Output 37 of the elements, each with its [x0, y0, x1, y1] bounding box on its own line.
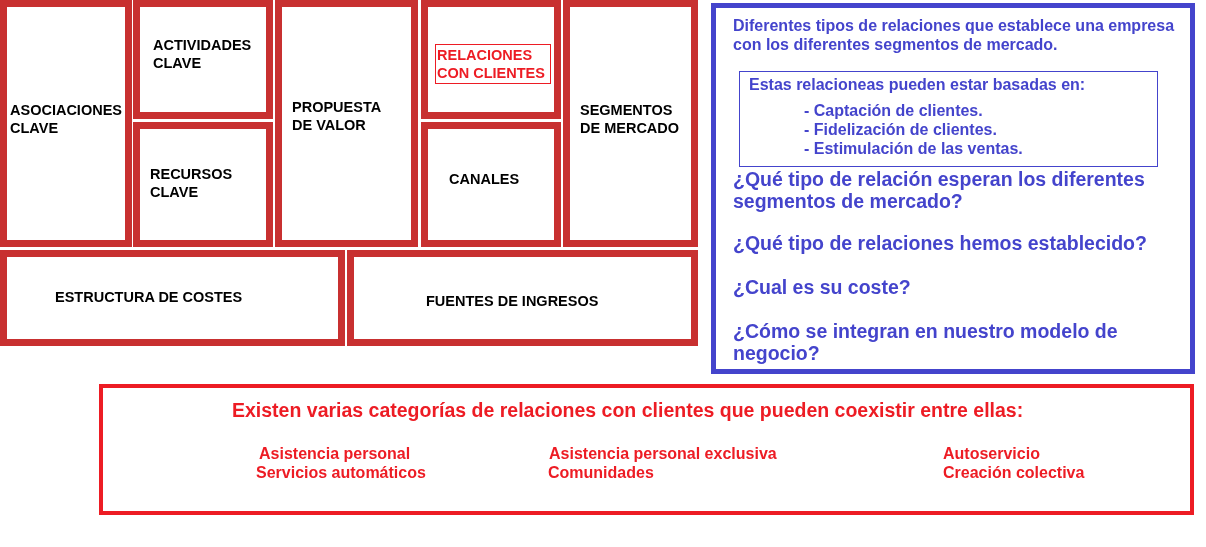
canvas-block — [0, 0, 132, 247]
canvas-block — [421, 122, 561, 247]
block-heading: ACTIVIDADES CLAVE — [153, 36, 253, 72]
category-item: Servicios automáticos — [256, 463, 427, 482]
highlighted-heading: RELACIONES CON CLIENTES — [435, 44, 551, 84]
canvas-block — [421, 0, 561, 119]
block-heading: CANALES — [449, 170, 521, 188]
list-item: - Captación de clientes. — [804, 101, 984, 120]
canvas-block — [275, 0, 418, 247]
list-item: - Estimulación de las ventas. — [804, 139, 1024, 158]
category-item: Asistencia personal — [259, 444, 412, 463]
block-heading: SEGMENTOS DE MERCADO — [580, 101, 681, 137]
question-text: ¿Qué tipo de relaciones hemos establecido? — [733, 232, 1148, 254]
category-item: Creación colectiva — [943, 463, 1086, 482]
canvas-block — [133, 122, 273, 247]
canvas-block — [0, 250, 345, 346]
canvas-block — [347, 250, 698, 346]
category-item: Autoservicio — [943, 444, 1041, 463]
panel-heading: Existen varias categorías de relaciones con clientes que pueden coexistir entre ellas: — [232, 399, 1025, 421]
category-panel — [99, 384, 1194, 515]
canvas-block — [563, 0, 698, 247]
category-item: Asistencia personal exclusiva — [549, 444, 778, 463]
question-text: ¿Cómo se integran en nuestro modelo de negocio? — [733, 320, 1119, 364]
list-item: - Fidelización de clientes. — [804, 120, 998, 139]
list-box — [739, 71, 1158, 167]
block-heading: FUENTES DE INGRESOS — [426, 292, 600, 310]
info-panel — [711, 3, 1195, 374]
category-item: Comunidades — [548, 463, 655, 482]
block-heading: PROPUESTA DE VALOR — [292, 98, 382, 134]
block-heading: RECURSOS CLAVE — [150, 165, 234, 201]
block-heading: ASOCIACIONES CLAVE — [10, 101, 123, 137]
block-heading: ESTRUCTURA DE COSTES — [55, 288, 244, 306]
canvas-block — [133, 0, 273, 119]
question-text: ¿Qué tipo de relación esperan los diferentes segmentos de mercado? — [733, 168, 1146, 212]
list-heading: Estas relacioneas pueden estar basadas en: — [749, 75, 1087, 94]
question-text: ¿Cual es su coste? — [733, 276, 912, 298]
intro-text: Diferentes tipos de relaciones que establece una empresa con los diferentes segmentos de mercado. — [733, 16, 1176, 54]
